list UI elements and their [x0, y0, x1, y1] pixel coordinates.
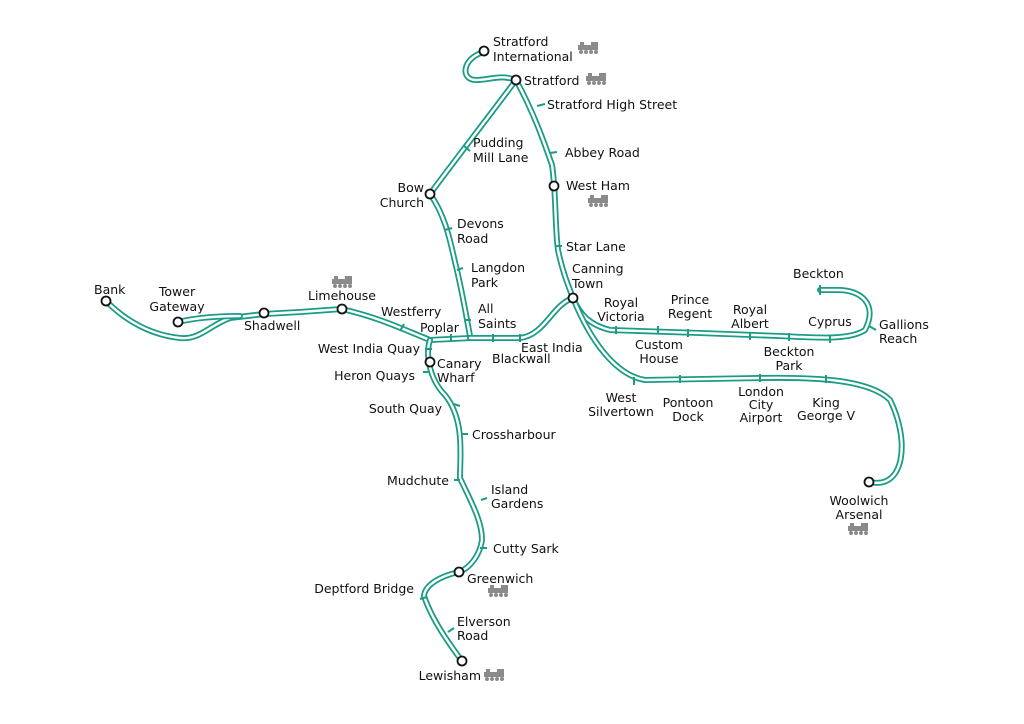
station-label-abbey-road[interactable]: Abbey Road [565, 145, 640, 160]
shadwell-marker[interactable] [258, 307, 270, 319]
station-ticks [399, 103, 877, 633]
station-label-cutty-sark[interactable]: Cutty Sark [493, 541, 560, 556]
station-label-stratford-high-street[interactable]: Stratford High Street [547, 97, 677, 112]
tower-gateway-marker[interactable] [172, 316, 184, 328]
station-label-west-india-quay[interactable]: West India Quay [318, 341, 421, 356]
lewisham-marker[interactable] [456, 655, 468, 667]
west-ham-marker[interactable] [548, 180, 560, 192]
national-rail-train-icon [488, 585, 508, 597]
national-rail-train-icon [588, 195, 608, 207]
bank-marker[interactable] [100, 295, 112, 307]
stratford-international-marker[interactable] [478, 45, 490, 57]
station-label-deptford-bridge[interactable]: Deptford Bridge [314, 581, 414, 596]
station-label-greenwich[interactable]: Greenwich [467, 571, 533, 586]
national-rail-train-icon [578, 42, 598, 54]
station-label-limehouse[interactable]: Limehouse [308, 288, 376, 303]
station-label-heron-quays[interactable]: Heron Quays [334, 368, 415, 383]
station-label-crossharbour[interactable]: Crossharbour [472, 427, 556, 442]
station-label-lewisham[interactable]: Lewisham [419, 668, 481, 683]
station-label-poplar[interactable]: Poplar [420, 320, 460, 335]
canary-wharf-marker[interactable] [424, 356, 436, 368]
national-rail-train-icon [848, 523, 868, 535]
woolwich-arsenal-marker[interactable] [863, 476, 875, 488]
canning-town-marker[interactable] [567, 292, 579, 304]
station-label-westferry[interactable]: Westferry [381, 304, 442, 319]
national-rail-train-icon [484, 669, 504, 681]
national-rail-train-icon [586, 73, 606, 85]
station-label-west-ham[interactable]: West Ham [566, 178, 630, 193]
station-label-east-india[interactable]: East India [521, 340, 583, 355]
station-label-stratford[interactable]: Stratford [524, 73, 579, 88]
station-label-star-lane[interactable]: Star Lane [566, 239, 626, 254]
station-label-beckton[interactable]: Beckton [793, 266, 844, 281]
station-label-shadwell[interactable]: Shadwell [244, 318, 300, 333]
station-label-mudchute[interactable]: Mudchute [387, 473, 449, 488]
station-label-south-quay[interactable]: South Quay [369, 401, 443, 416]
national-rail-train-icon [332, 276, 352, 288]
interchange-markers [100, 45, 875, 667]
station-label-bank[interactable]: Bank [94, 282, 126, 297]
limehouse-marker[interactable] [336, 303, 348, 315]
greenwich-marker[interactable] [453, 566, 465, 578]
station-label-blackwall[interactable]: Blackwall [492, 351, 551, 366]
bow-church-marker[interactable] [424, 188, 436, 200]
stratford-marker[interactable] [510, 74, 522, 86]
station-label-cyprus[interactable]: Cyprus [808, 314, 852, 329]
route-poplar-lewisham [421, 337, 485, 664]
